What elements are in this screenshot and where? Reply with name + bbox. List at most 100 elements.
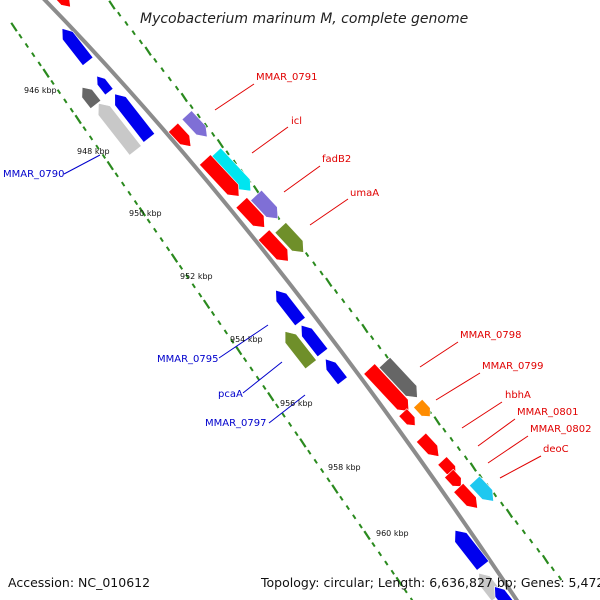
kbp-label: 960 kbp xyxy=(376,529,409,538)
minor-tick xyxy=(203,122,209,128)
reverse-gene-labels: MMAR_0790 MMAR_0795 pcaA MMAR_0797 xyxy=(3,169,267,429)
minor-tick xyxy=(120,181,126,187)
minor-tick xyxy=(550,566,555,572)
gene-label-fadb2[interactable]: fadB2 xyxy=(322,154,351,165)
gene-label-mmar-0798[interactable]: MMAR_0798 xyxy=(460,330,522,341)
gene-features xyxy=(51,0,515,600)
gene-forward[interactable] xyxy=(235,197,270,232)
gene-mmar-0791[interactable] xyxy=(181,110,212,142)
gene-reverse[interactable] xyxy=(449,526,490,571)
gene-deoc[interactable] xyxy=(468,475,498,506)
minor-tick xyxy=(449,436,454,442)
gene-reverse[interactable] xyxy=(77,83,102,110)
gene-forward[interactable] xyxy=(51,0,74,11)
gene-label-icl[interactable]: icl xyxy=(291,116,302,127)
gene-mmar-0798[interactable] xyxy=(378,356,423,402)
minor-tick xyxy=(124,20,129,27)
minor-tick xyxy=(223,329,228,335)
minor-tick xyxy=(442,427,447,433)
gene-mmar-0799[interactable] xyxy=(413,398,434,420)
leader-line xyxy=(499,455,542,479)
gene-label-umaa[interactable]: umaA xyxy=(350,188,379,199)
gene-label-mmar-0791[interactable]: MMAR_0791 xyxy=(256,72,318,83)
gene-label-hbha[interactable]: hbhA xyxy=(505,390,531,401)
leader-line xyxy=(435,372,481,401)
kbp-label: 948 kbp xyxy=(77,147,110,156)
gene-reverse[interactable] xyxy=(490,583,515,600)
major-tick xyxy=(144,46,152,57)
minor-tick xyxy=(101,153,107,159)
leader-line xyxy=(309,198,349,226)
gene-label-mmar-0795[interactable]: MMAR_0795 xyxy=(157,354,219,365)
minor-tick xyxy=(189,104,194,110)
minor-tick xyxy=(463,455,469,461)
major-tick xyxy=(202,299,211,310)
kbp-labels: 946 kbp 948 kbp 950 kbp 952 kbp 954 kbp … xyxy=(24,86,409,538)
leader-line xyxy=(477,418,516,447)
gene-reverse[interactable] xyxy=(271,286,306,327)
minor-tick xyxy=(275,403,280,409)
minor-tick xyxy=(384,560,389,566)
gene-mmar-0795[interactable] xyxy=(296,321,329,358)
gene-label-pcaa[interactable]: pcaA xyxy=(218,389,243,400)
minor-tick xyxy=(230,338,235,344)
minor-tick xyxy=(217,320,222,326)
minor-tick xyxy=(352,514,357,520)
minor-tick xyxy=(88,135,94,141)
minor-tick xyxy=(377,344,382,350)
major-tick xyxy=(541,554,550,565)
leader-line xyxy=(251,126,289,154)
gene-forward[interactable] xyxy=(453,482,483,512)
genome-backbone-line xyxy=(42,0,520,600)
kbp-label: 950 kbp xyxy=(129,209,162,218)
minor-tick xyxy=(557,575,563,581)
minor-tick xyxy=(255,375,261,381)
gene-label-mmar-0797[interactable]: MMAR_0797 xyxy=(205,418,267,429)
leader-line xyxy=(63,154,101,175)
gene-label-deoc[interactable]: deoC xyxy=(543,444,569,455)
major-tick xyxy=(10,22,18,32)
gene-mmar-0797[interactable] xyxy=(321,355,348,386)
gene-fadb2[interactable] xyxy=(250,189,284,224)
gene-mmar-0802[interactable] xyxy=(444,468,465,490)
minor-tick xyxy=(307,449,312,455)
genome-summary-text: Topology: circular; Length: 6,636,827 bp… xyxy=(260,575,600,590)
gene-mmar-0790[interactable] xyxy=(93,99,142,156)
leader-line xyxy=(268,394,306,424)
major-tick xyxy=(469,462,477,472)
minor-tick xyxy=(249,366,254,372)
major-tick xyxy=(216,138,225,149)
gene-forward[interactable] xyxy=(167,122,195,151)
minor-tick xyxy=(339,495,344,501)
gene-forward[interactable] xyxy=(257,229,294,267)
gene-forward[interactable] xyxy=(199,154,244,202)
minor-tick xyxy=(456,446,461,452)
major-tick xyxy=(325,277,333,288)
kbp-label: 946 kbp xyxy=(24,86,57,95)
gene-label-mmar-0802[interactable]: MMAR_0802 xyxy=(530,424,592,435)
gene-forward[interactable] xyxy=(398,408,419,430)
minor-tick xyxy=(69,107,74,113)
minor-tick xyxy=(403,588,408,594)
gene-reverse[interactable] xyxy=(109,90,156,143)
gene-label-mmar-0790[interactable]: MMAR_0790 xyxy=(3,169,65,180)
gene-hbha[interactable] xyxy=(415,432,443,461)
leader-line xyxy=(461,401,503,429)
gene-pcaa[interactable] xyxy=(280,327,317,370)
gene-label-mmar-0801[interactable]: MMAR_0801 xyxy=(517,407,579,418)
gene-reverse[interactable] xyxy=(57,24,94,66)
minor-tick xyxy=(514,519,519,526)
kbp-label: 952 kbp xyxy=(180,272,213,281)
minor-tick xyxy=(117,11,122,17)
gene-forward[interactable] xyxy=(363,363,415,417)
kbp-label: 956 kbp xyxy=(280,399,313,408)
forward-gene-labels: MMAR_0791 icl fadB2 umaA MMAR_0798 MMAR_… xyxy=(256,72,592,455)
gene-label-mmar-0799[interactable]: MMAR_0799 xyxy=(482,361,544,372)
leader-line xyxy=(487,435,529,464)
major-tick xyxy=(331,484,339,494)
gene-umaa[interactable] xyxy=(274,222,309,257)
minor-tick xyxy=(500,501,505,507)
gene-reverse[interactable] xyxy=(93,73,114,96)
major-tick xyxy=(235,345,243,356)
minor-tick xyxy=(319,468,325,474)
